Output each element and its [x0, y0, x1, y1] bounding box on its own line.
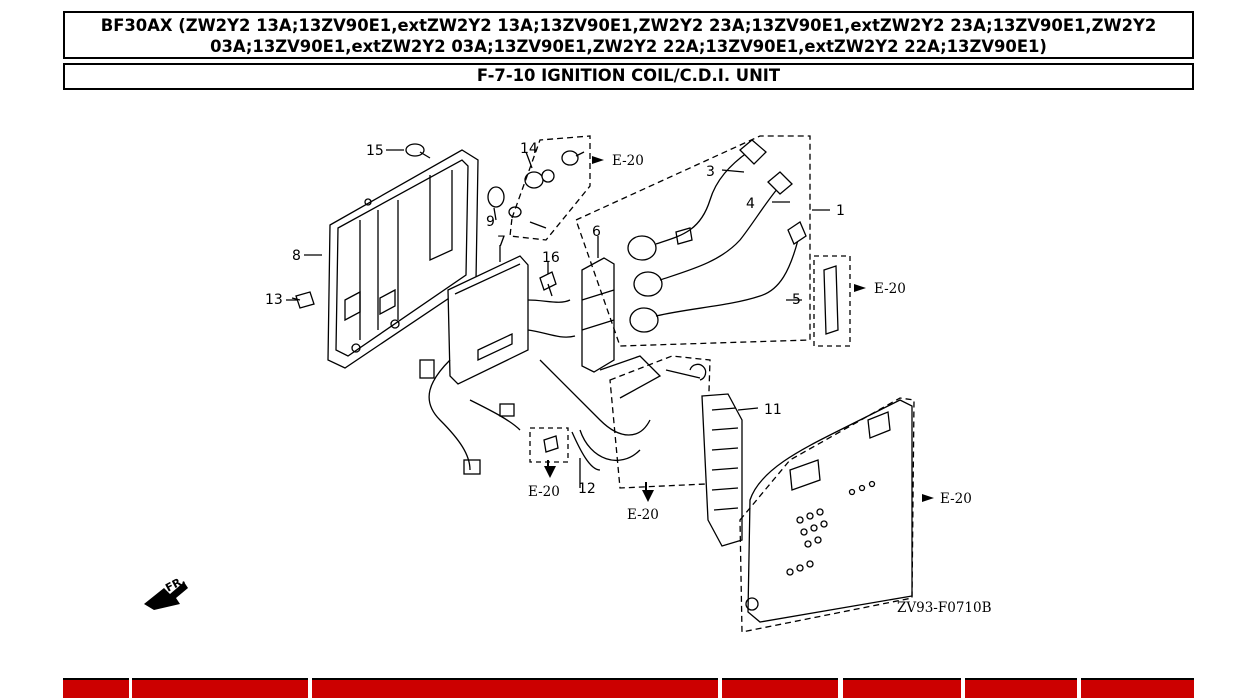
bolt-part-12[interactable] — [543, 435, 559, 453]
callout-15[interactable]: 15 — [366, 143, 384, 159]
ignition-coil-assembly[interactable] — [627, 139, 807, 333]
callout-7[interactable]: 7 — [497, 234, 506, 250]
table-header-cell — [843, 678, 961, 698]
wire-harness[interactable] — [419, 355, 707, 475]
grommet-part-9[interactable] — [487, 186, 547, 229]
cover-part[interactable] — [745, 399, 913, 623]
ref-e20-harness[interactable]: E-20 — [627, 507, 659, 523]
ref-e20-right[interactable]: E-20 — [874, 281, 906, 297]
callout-13[interactable]: 13 — [265, 292, 283, 308]
ref-e20-cover[interactable]: E-20 — [940, 491, 972, 507]
callout-1[interactable]: 1 — [836, 203, 845, 219]
section-title-box: F-7-10 IGNITION COIL/C.D.I. UNIT — [63, 63, 1194, 90]
table-header-cell — [1081, 678, 1194, 698]
callout-12[interactable]: 12 — [578, 481, 596, 497]
callout-11[interactable]: 11 — [764, 402, 782, 418]
callout-4[interactable]: 4 — [746, 196, 755, 212]
callout-9[interactable]: 9 — [486, 214, 495, 230]
ref-e20-bolt[interactable]: E-20 — [528, 484, 560, 500]
callout-6[interactable]: 6 — [592, 224, 601, 240]
clip-part-13[interactable] — [291, 291, 315, 309]
coil-holder-part[interactable] — [581, 257, 615, 373]
front-arrow-icon — [144, 582, 188, 610]
model-line: BF30AX (ZW2Y2 13A;13ZV90E1,extZW2Y2 13A;… — [100, 16, 1157, 56]
model-applicability-header: BF30AX (ZW2Y2 13A;13ZV90E1,extZW2Y2 13A;… — [63, 11, 1194, 59]
ref-e20-top[interactable]: E-20 — [612, 153, 644, 169]
table-header-cell — [722, 678, 838, 698]
table-header-cell — [965, 678, 1077, 698]
figure-code: ZV93-F0710B — [897, 600, 992, 616]
table-header-cell — [132, 678, 308, 698]
reference-arrows — [544, 156, 934, 502]
callout-3[interactable]: 3 — [706, 164, 715, 180]
callout-14[interactable]: 14 — [520, 141, 538, 157]
callout-5[interactable]: 5 — [792, 292, 801, 308]
bracket-part[interactable] — [327, 149, 479, 369]
callout-16[interactable]: 16 — [542, 250, 560, 266]
bolt-part-15[interactable] — [405, 143, 431, 159]
table-header-cell — [312, 678, 718, 698]
section-title: F-7-10 IGNITION COIL/C.D.I. UNIT — [476, 66, 781, 85]
callout-8[interactable]: 8 — [292, 248, 301, 264]
lead-clip-part[interactable] — [823, 265, 839, 335]
cdi-unit-part[interactable] — [447, 255, 576, 385]
bolt-part-16[interactable] — [539, 271, 557, 297]
grommet-strip-part[interactable] — [701, 393, 743, 547]
table-header-cell — [63, 678, 129, 698]
